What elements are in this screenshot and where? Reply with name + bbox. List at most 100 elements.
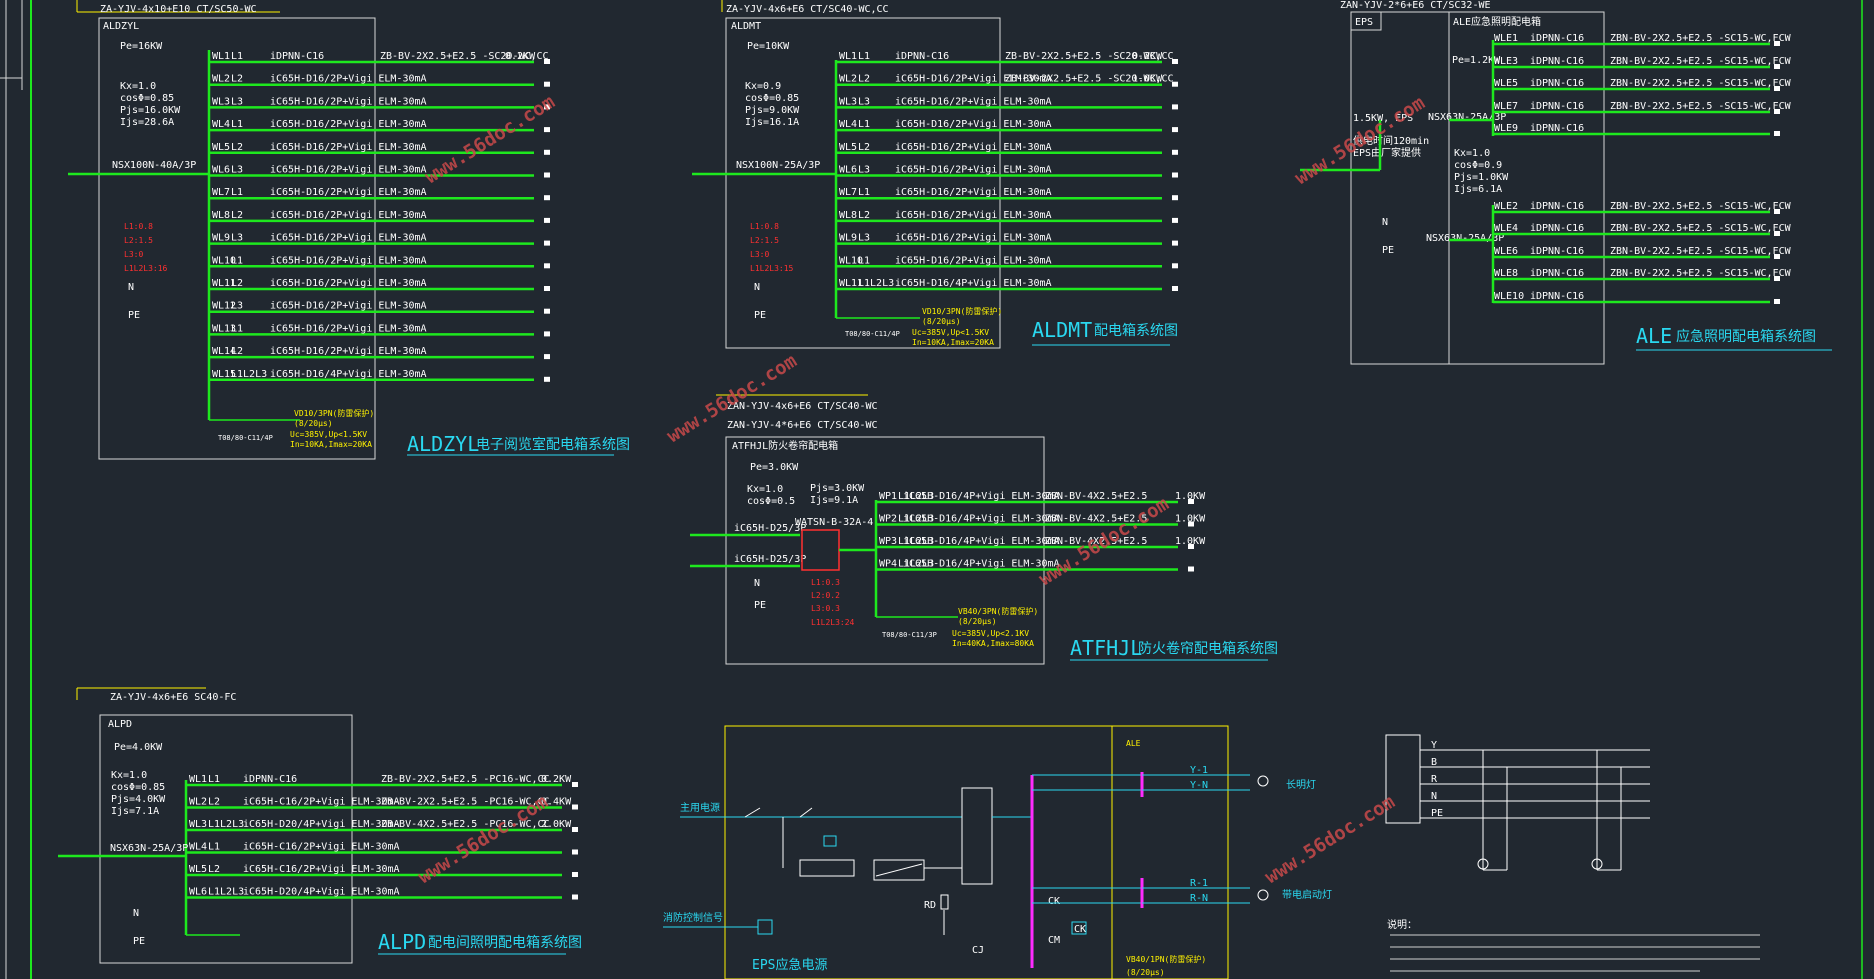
circuit-end-marker (1172, 240, 1178, 246)
circuit-end-marker (1188, 499, 1194, 504)
aldmt-main-breaker: NSX100N-25A/3P (736, 160, 820, 171)
circuit-breaker: iDPNN-C16 (243, 774, 297, 785)
circuit-end-marker (1774, 231, 1780, 236)
circuit-end-marker (1774, 41, 1780, 46)
aldmt-spd-4: In=10KA,Imax=20KA (912, 338, 994, 347)
aldzyl-pe: Pe=16KW (120, 41, 163, 52)
eps-y1: Y-1 (1190, 765, 1208, 776)
circuit-phase: L1 (858, 187, 870, 198)
wiring-lamp (1591, 858, 1603, 870)
aldmt-title-text: 配电箱系统图 (1094, 323, 1178, 339)
circuit-breaker: iC65H-D16/2P+Vigi ELM-30mA (270, 255, 427, 266)
circuit-load: 0.2KW (1132, 51, 1163, 62)
circuit-end-marker (1774, 254, 1780, 259)
aldzyl-spd-1: VD10/3PN(防雷保护) (294, 408, 374, 418)
circuit-end-marker (1172, 195, 1178, 201)
circuit-breaker: iC65H-C16/2P+Vigi ELM-30mA (243, 864, 400, 875)
circuit-breaker: iC65H-D16/2P+Vigi ELM-30mA (270, 165, 427, 176)
atfhjl-ats-box (801, 529, 840, 571)
circuit-phase: L1L2L3 (898, 491, 934, 502)
circuit-breaker: iC65H-C16/2P+Vigi ELM-30mA (243, 842, 400, 853)
circuit-end-marker (1774, 276, 1780, 281)
circuit-id: WP2 (879, 514, 897, 525)
circuit-phase: L1 (858, 51, 870, 62)
circuit-id: WLE2 (1494, 201, 1518, 212)
wiring-box (1385, 734, 1421, 824)
eps-diagram: ALE 主用电源 RD CK CM CJ CK 消防控制信号 Y-1 Y-N 长… (663, 725, 1332, 979)
circuit-breaker: iC65H-D16/2P+Vigi ELM-30mA (270, 74, 427, 85)
aldzyl-ijs: Ijs=28.6A (120, 117, 174, 128)
circuit-end-marker (1172, 263, 1178, 269)
aldmt-box (725, 17, 1001, 349)
circuit-id: WP4 (879, 559, 897, 570)
circuit-id: WL5 (212, 142, 230, 153)
circuit-breaker: iC65H-D16/2P+Vigi ELM-30mA (270, 233, 427, 244)
circuit-load: 1.0KW (1175, 491, 1206, 502)
circuit-cable: ZBN-BV-2X2.5+E2.5 -SC15-WC,FCW (1610, 201, 1792, 212)
circuit-cable: ZB-BV-2X2.5+E2.5 -PC16-WC,CC (381, 797, 550, 808)
aldmt-cos: cosΦ=0.85 (745, 93, 799, 104)
ale-kx: Kx=1.0 (1454, 148, 1490, 159)
circuit-end-marker (572, 804, 578, 810)
aldzyl-cos: cosΦ=0.85 (120, 93, 174, 104)
alpd-title-code: ALPD (378, 930, 426, 954)
alpd-kx: Kx=1.0 (111, 770, 147, 781)
circuit-phase: L1L2L3 (231, 369, 267, 380)
circuit-id: WLE3 (1494, 56, 1518, 67)
aldzyl-spd-2: (8/20μs) (294, 419, 333, 428)
circuit-cable: ZB-BV-2X2.5+E2.5 -SC20-WC,CC (380, 51, 549, 62)
circuit-phase: L2 (208, 864, 220, 875)
circuit-breaker: iC65H-D20/4P+Vigi ELM-30mA (243, 819, 400, 830)
aldmt-pjs: Pjs=9.0KW (745, 105, 800, 116)
ale-eps-spec: 1.5KW, EPS (1353, 113, 1413, 124)
wiring-label: Y (1431, 740, 1437, 751)
circuit-phase: L3 (858, 165, 870, 176)
circuit-cable: ZB-BV-4X2.5+E2.5 -PC16-WC,CC (381, 819, 550, 830)
circuit-cable: ZB-BV-2X2.5+E2.5 -PC16-WC,CC (381, 774, 550, 785)
eps-r1: R-1 (1190, 878, 1208, 889)
eps-rn: R-N (1190, 893, 1208, 904)
circuit-id: WL15 (212, 369, 236, 380)
aldzyl-spd-3: Uc=385V,Up<1.5KV (290, 430, 367, 439)
eps-ck2: CK (1074, 924, 1086, 935)
circuit-end-marker (544, 354, 550, 360)
aldzyl-load-l2: L2:1.5 (124, 236, 153, 245)
atfhjl-name: ATFHJL防火卷帘配电箱 (732, 439, 838, 452)
circuit-cable: ZBN-BV-2X2.5+E2.5 -SC15-WC,FCW (1610, 246, 1792, 257)
circuit-load: 0.2KW (505, 51, 536, 62)
circuit-id: WL1 (212, 51, 230, 62)
ale-ijs: Ijs=6.1A (1454, 184, 1502, 195)
circuit-id: WLE10 (1494, 291, 1524, 302)
circuit-cable: ZBN-BV-2X2.5+E2.5 -SC15-WC,FCW (1610, 101, 1792, 112)
circuit-end-marker (572, 894, 578, 900)
eps-cj: CJ (972, 945, 984, 956)
circuit-cable: ZB-BV-2X2.5+E2.5 -SC20-WC,CC (1005, 51, 1174, 62)
circuit-phase: L1L2L3 (208, 819, 244, 830)
circuit-breaker: iC65H-D16/2P+Vigi ELM-30mA (895, 187, 1052, 198)
circuit-breaker: iC65H-D16/4P+Vigi ELM-30mA (903, 559, 1060, 570)
circuit-breaker: iC65H-D20/4P+Vigi ELM-30mA (243, 887, 400, 898)
circuit-end-marker (1172, 149, 1178, 155)
atfhjl-load-l2: L2:0.2 (811, 591, 840, 600)
circuit-breaker: iC65H-D16/2P+Vigi ELM-30mA (895, 96, 1052, 107)
circuit-end-marker (544, 104, 550, 110)
circuit-cable: ZBN-BV-2X2.5+E2.5 -SC15-WC,FCW (1610, 268, 1792, 279)
watermark: www.56doc.com (1261, 791, 1399, 888)
circuit-cable: ZBN-BV-4X2.5+E2.5 (1045, 536, 1147, 547)
aldzyl-feeder: ZA-YJV-4x10+E10 CT/SC50-WC (100, 4, 257, 15)
circuit-phase: L1 (231, 119, 243, 130)
aldzyl-n: N (128, 282, 134, 293)
circuit-breaker: iDPNN-C16 (1530, 268, 1584, 279)
